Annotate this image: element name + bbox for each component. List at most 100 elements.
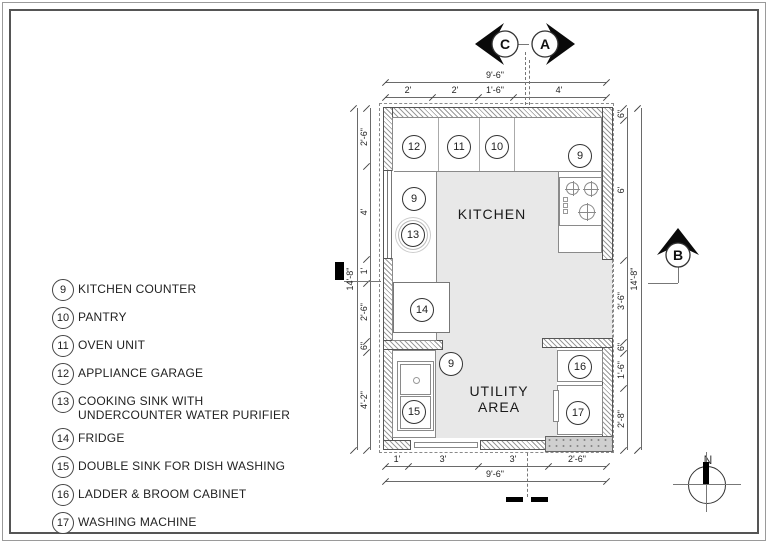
sink-basin (400, 364, 431, 395)
dim-text: 3' (509, 454, 517, 464)
cabinet-divider (479, 118, 480, 171)
legend-item-ladder-broom: 16 LADDER & BROOM CABINET (52, 484, 310, 507)
callout-appliance-garage: 12 (402, 135, 426, 159)
dim-line-right-overall (633, 104, 642, 455)
fridge-box (393, 282, 450, 333)
legend-item-oven-unit: 11 OVEN UNIT (52, 335, 310, 357)
legend-num: 13 (52, 391, 74, 413)
legend-num: 14 (52, 428, 74, 451)
dim-text: 4' (555, 85, 563, 95)
dim-text: 2'-8" (616, 410, 626, 428)
section-marker-a: A (531, 23, 575, 65)
wall-stub-right (542, 338, 613, 348)
dim-text: 1'-6" (616, 361, 626, 379)
legend-item-washing-machine: 17 WASHING MACHINE (52, 512, 310, 535)
dim-text: 3' (439, 454, 447, 464)
north-label: N (703, 453, 713, 467)
callout-fridge: 14 (410, 298, 434, 322)
cooktop-knob (563, 203, 568, 208)
dim-text: 2' (451, 85, 459, 95)
section-letter-c: C (500, 36, 510, 52)
dim-text: 3'-6" (616, 292, 626, 310)
room-label-utility: UTILITY AREA (469, 383, 529, 415)
section-marker-b: B (657, 228, 699, 268)
room-label-kitchen: KITCHEN (457, 206, 527, 222)
cabinet-divider (514, 118, 515, 171)
cooktop (559, 177, 602, 226)
legend-item-pantry: 10 PANTRY (52, 307, 310, 329)
section-letter-b: B (673, 247, 683, 263)
legend-item-cooking-sink: 13 COOKING SINK WITH UNDERCOUNTER WATER … (52, 391, 310, 422)
legend-num: 17 (52, 512, 74, 535)
dim-line-right-segments (619, 104, 628, 455)
callout-counter-top-right: 9 (568, 144, 592, 168)
legend-num: 10 (52, 307, 74, 329)
section-cut-line-left (344, 281, 381, 282)
legend-label: COOKING SINK WITH UNDERCOUNTER WATER PUR… (78, 394, 291, 423)
legend-num: 16 (52, 484, 74, 507)
legend-label: LADDER & BROOM CABINET (78, 487, 247, 502)
dim-line-top-segments (381, 93, 611, 102)
dim-text: 9'-6" (486, 469, 504, 479)
dim-text: 2' (404, 85, 412, 95)
dim-line-top-overall (381, 78, 611, 87)
legend-item-appliance-garage: 12 APPLIANCE GARAGE (52, 363, 310, 385)
section-cut-bar-bottom (531, 497, 548, 502)
legend-num: 15 (52, 456, 74, 479)
sink-drain-icon (413, 377, 420, 384)
kitchen-floor-right (558, 253, 602, 338)
dim-line-bottom-segments (381, 462, 611, 471)
legend-label: DOUBLE SINK FOR DISH WASHING (78, 459, 286, 474)
legend-label: APPLIANCE GARAGE (78, 366, 204, 380)
callout-counter-left: 9 (402, 187, 426, 211)
legend-item-kitchen-counter: 9 KITCHEN COUNTER (52, 279, 310, 301)
callout-double-sink: 15 (402, 400, 426, 424)
cooktop-knob (563, 209, 568, 214)
dim-text: 14'-8" (345, 267, 355, 291)
legend-label: PANTRY (78, 310, 127, 324)
legend-item-double-sink: 15 DOUBLE SINK FOR DISH WASHING (52, 456, 310, 479)
window-glazing-line (391, 171, 392, 258)
legend-num: 9 (52, 279, 74, 301)
window-left (383, 171, 394, 258)
legend-label: KITCHEN COUNTER (78, 282, 197, 296)
callout-ladder-broom: 16 (568, 355, 592, 379)
legend-num: 11 (52, 335, 74, 357)
washing-machine-door (553, 390, 559, 422)
burner-icon (578, 203, 596, 221)
dim-text: 1' (359, 267, 369, 275)
legend-label: WASHING MACHINE (78, 515, 197, 530)
door-opening-bottom (411, 440, 480, 450)
legend-num: 12 (52, 363, 74, 385)
section-b-connector (678, 267, 679, 283)
dim-text: 9'-6" (486, 70, 504, 80)
legend-item-fridge: 14 FRIDGE (52, 428, 310, 451)
legend-label: FRIDGE (78, 431, 125, 446)
wall-opening-right (601, 260, 613, 338)
callout-oven-unit: 11 (447, 135, 471, 159)
dim-text: 1' (393, 454, 401, 464)
cooktop-knob (563, 197, 568, 202)
dim-text: 2'-6" (568, 454, 586, 464)
cabinet-divider (438, 118, 439, 171)
section-cut-bar-bottom (506, 497, 523, 502)
compass-north-needle-icon (703, 462, 709, 484)
roof-outline-dashed (379, 103, 614, 453)
callout-washing-machine: 17 (566, 401, 590, 425)
dim-text: 6' (616, 186, 626, 194)
section-cut-line-top (529, 60, 530, 105)
section-letter-a: A (540, 36, 550, 52)
legend-label: OVEN UNIT (78, 338, 146, 352)
callout-cooking-sink: 13 (401, 223, 425, 247)
callout-pantry: 10 (485, 135, 509, 159)
section-b-connector (648, 283, 678, 284)
section-cut-line-bottom (527, 453, 528, 497)
wall-right-upper (602, 107, 613, 260)
sheet-border-inner (9, 9, 759, 534)
callout-counter-bottom: 9 (439, 352, 463, 376)
section-cut-bar-left (335, 262, 344, 280)
north-compass: N (668, 444, 748, 524)
dim-text: 4'-2" (359, 391, 369, 409)
burner-icon (583, 181, 599, 197)
